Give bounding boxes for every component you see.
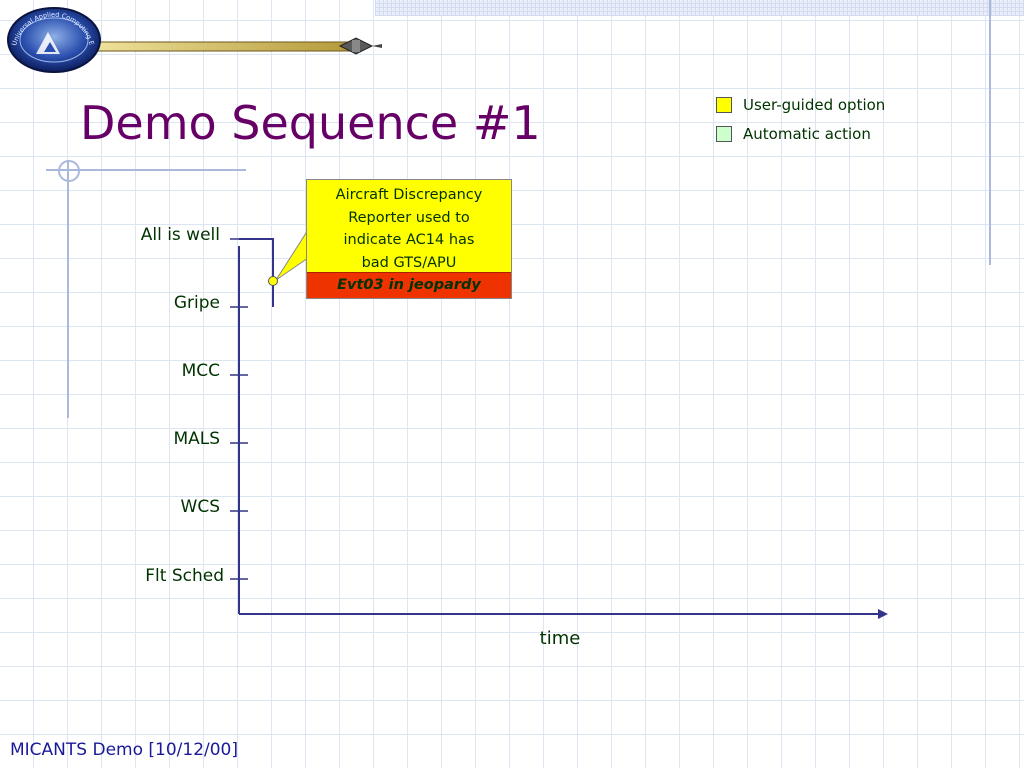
- state-step-line: [239, 238, 274, 307]
- x-axis-label: time: [539, 628, 581, 649]
- level-label-mcc: MCC: [181, 361, 220, 381]
- legend-label: Automatic action: [743, 124, 871, 143]
- satellite-logo: Universal Applied Computing Environment: [0, 0, 382, 73]
- legend-swatch-green: [716, 125, 732, 142]
- x-axis-arrowhead: [878, 609, 888, 619]
- satellite-icon: [338, 37, 382, 55]
- level-label-flt-sched: Flt Sched: [145, 566, 224, 586]
- callout-line: indicate AC14 has: [343, 232, 475, 248]
- callout-line: Reporter used to: [348, 209, 470, 226]
- level-label-gripe: Gripe: [173, 293, 220, 313]
- callout-line: Aircraft Discrepancy: [335, 187, 483, 203]
- left-decorative-rule: [67, 160, 69, 418]
- event-callout: Aircraft Discrepancy Reporter used to in…: [306, 179, 512, 299]
- legend-label: User-guided option: [743, 95, 886, 114]
- top-decorative-band: [375, 0, 1024, 16]
- callout-text: Aircraft Discrepancy Reporter used to in…: [307, 180, 511, 272]
- page-title: Demo Sequence #1: [80, 96, 541, 150]
- callout-pointer: [275, 228, 309, 281]
- right-decorative-rule: [989, 0, 991, 265]
- legend-item-automatic: Automatic action: [716, 119, 885, 148]
- level-label-all-is-well: All is well: [140, 225, 220, 245]
- event-marker: [268, 276, 278, 286]
- level-label-mals: MALS: [173, 429, 220, 449]
- footer-text: MICANTS Demo [10/12/00]: [10, 740, 239, 760]
- legend: User-guided option Automatic action: [716, 90, 885, 148]
- legend-item-user-guided: User-guided option: [716, 90, 885, 119]
- title-underline-rule: [46, 169, 246, 171]
- decorative-circle: [58, 160, 80, 182]
- callout-status-badge: Evt03 in jeopardy: [307, 272, 511, 298]
- level-label-wcs: WCS: [180, 497, 220, 517]
- callout-line: bad GTS/APU: [361, 254, 457, 271]
- legend-swatch-yellow: [716, 96, 732, 113]
